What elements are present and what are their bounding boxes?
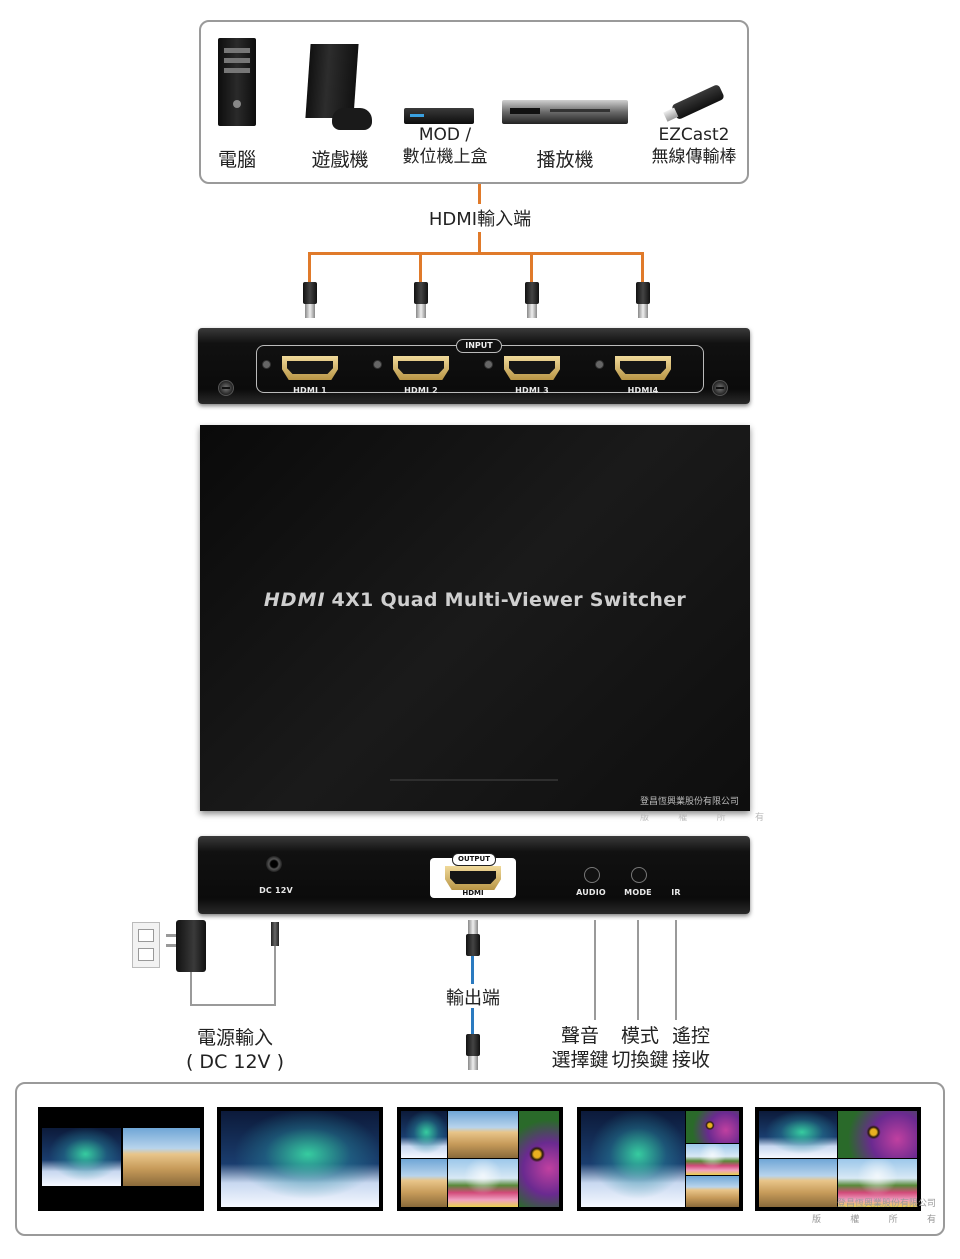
display-mode-thumbnail [577, 1107, 743, 1211]
output-label: 輸出端 [446, 988, 500, 1009]
hdmi-output-port [445, 866, 501, 890]
dc-plug-icon [271, 922, 279, 946]
input-tag: INPUT [456, 339, 502, 353]
device-groove [390, 779, 558, 781]
led-icon [373, 360, 382, 369]
power-input-label: 電源輸入 ( DC 12V ) [185, 1027, 284, 1073]
ir-callout-line [675, 920, 677, 1020]
screw-icon [218, 380, 234, 396]
source-devices-box [199, 20, 749, 184]
hdmi-plug-icon [466, 1034, 480, 1070]
hdmi-logo: HDMI [263, 589, 326, 611]
display-mode-thumbnail [397, 1107, 563, 1211]
hdmi-port-3 [504, 356, 560, 380]
port-label-1: HDMI 1 [293, 386, 327, 395]
screw-icon [712, 380, 728, 396]
port-label-3: HDMI 3 [515, 386, 549, 395]
watermark-top: 登昌恆興業股份有限公司 版權所有 [640, 797, 764, 823]
hdmi-plug-icon [525, 282, 539, 318]
hdmi-port-1 [282, 356, 338, 380]
audio-callout-line [594, 920, 596, 1020]
audio-label: AUDIO [576, 888, 606, 897]
input-cable-bus [308, 252, 644, 255]
display-mode-thumbnail [217, 1107, 383, 1211]
power-cable-down [190, 972, 192, 1006]
input-panel: INPUT HDMI 1 HDMI 2 HDMI 3 HDMI4 [198, 328, 750, 404]
input-cable-trunk-lower [478, 232, 481, 254]
hdmi-input-label: HDMI輸入端 [428, 209, 532, 230]
watermark-bottom: 登昌恆興業股份有限公司 版權所有 [812, 1199, 936, 1225]
hdmi-plug-icon [636, 282, 650, 318]
hdmi-plug-icon [466, 920, 480, 956]
input-cable-drop-1 [308, 252, 311, 282]
led-icon [595, 360, 604, 369]
input-cable-drop-2 [419, 252, 422, 282]
source-label-pc: 電腦 [217, 149, 256, 171]
ir-label: IR [671, 888, 681, 897]
output-port-label: HDMI [462, 889, 484, 897]
source-label-console: 遊戲機 [311, 149, 369, 171]
output-cable-lower [471, 1008, 474, 1034]
output-cable-upper [471, 956, 474, 984]
dc-label: DC 12V [259, 886, 293, 895]
output-tag: OUTPUT [452, 853, 496, 866]
mode-label: MODE [624, 888, 652, 897]
led-icon [262, 360, 271, 369]
audio-select-label: 聲音 選擇鍵 [551, 1025, 609, 1071]
dc-jack [266, 856, 282, 872]
mode-switch-label: 模式 切換鍵 [611, 1025, 669, 1071]
source-label-mod: MOD /數位機上盒 [402, 125, 488, 167]
power-adapter-icon [176, 920, 206, 972]
power-cable-up [274, 942, 276, 1006]
audio-button[interactable] [584, 867, 600, 883]
ir-receive-label: 遙控 接收 [671, 1025, 710, 1071]
gamepad-icon [332, 108, 372, 130]
power-cable-bottom [190, 1004, 276, 1006]
port-label-4: HDMI4 [627, 386, 659, 395]
pc-tower-icon [218, 38, 256, 126]
rear-panel: DC 12V OUTPUT HDMI AUDIO MODE IR [198, 836, 750, 914]
led-icon [484, 360, 493, 369]
hdmi-plug-icon [414, 282, 428, 318]
mode-callout-line [637, 920, 639, 1020]
game-console-icon [305, 44, 359, 118]
wall-outlet-icon [132, 922, 160, 968]
input-cable-drop-3 [530, 252, 533, 282]
set-top-box-icon [404, 108, 474, 124]
hdmi-plug-icon [303, 282, 317, 318]
input-cable-trunk [478, 184, 481, 204]
input-cable-drop-4 [641, 252, 644, 282]
hdmi-port-2 [393, 356, 449, 380]
source-label-player: 播放機 [536, 149, 594, 171]
hdmi-port-4 [615, 356, 671, 380]
display-mode-thumbnail [755, 1107, 921, 1211]
adapter-prong [166, 944, 176, 947]
mode-button[interactable] [631, 867, 647, 883]
adapter-prong [166, 934, 176, 937]
port-label-2: HDMI 2 [404, 386, 438, 395]
display-mode-thumbnail [38, 1107, 204, 1211]
media-player-icon [502, 100, 628, 124]
